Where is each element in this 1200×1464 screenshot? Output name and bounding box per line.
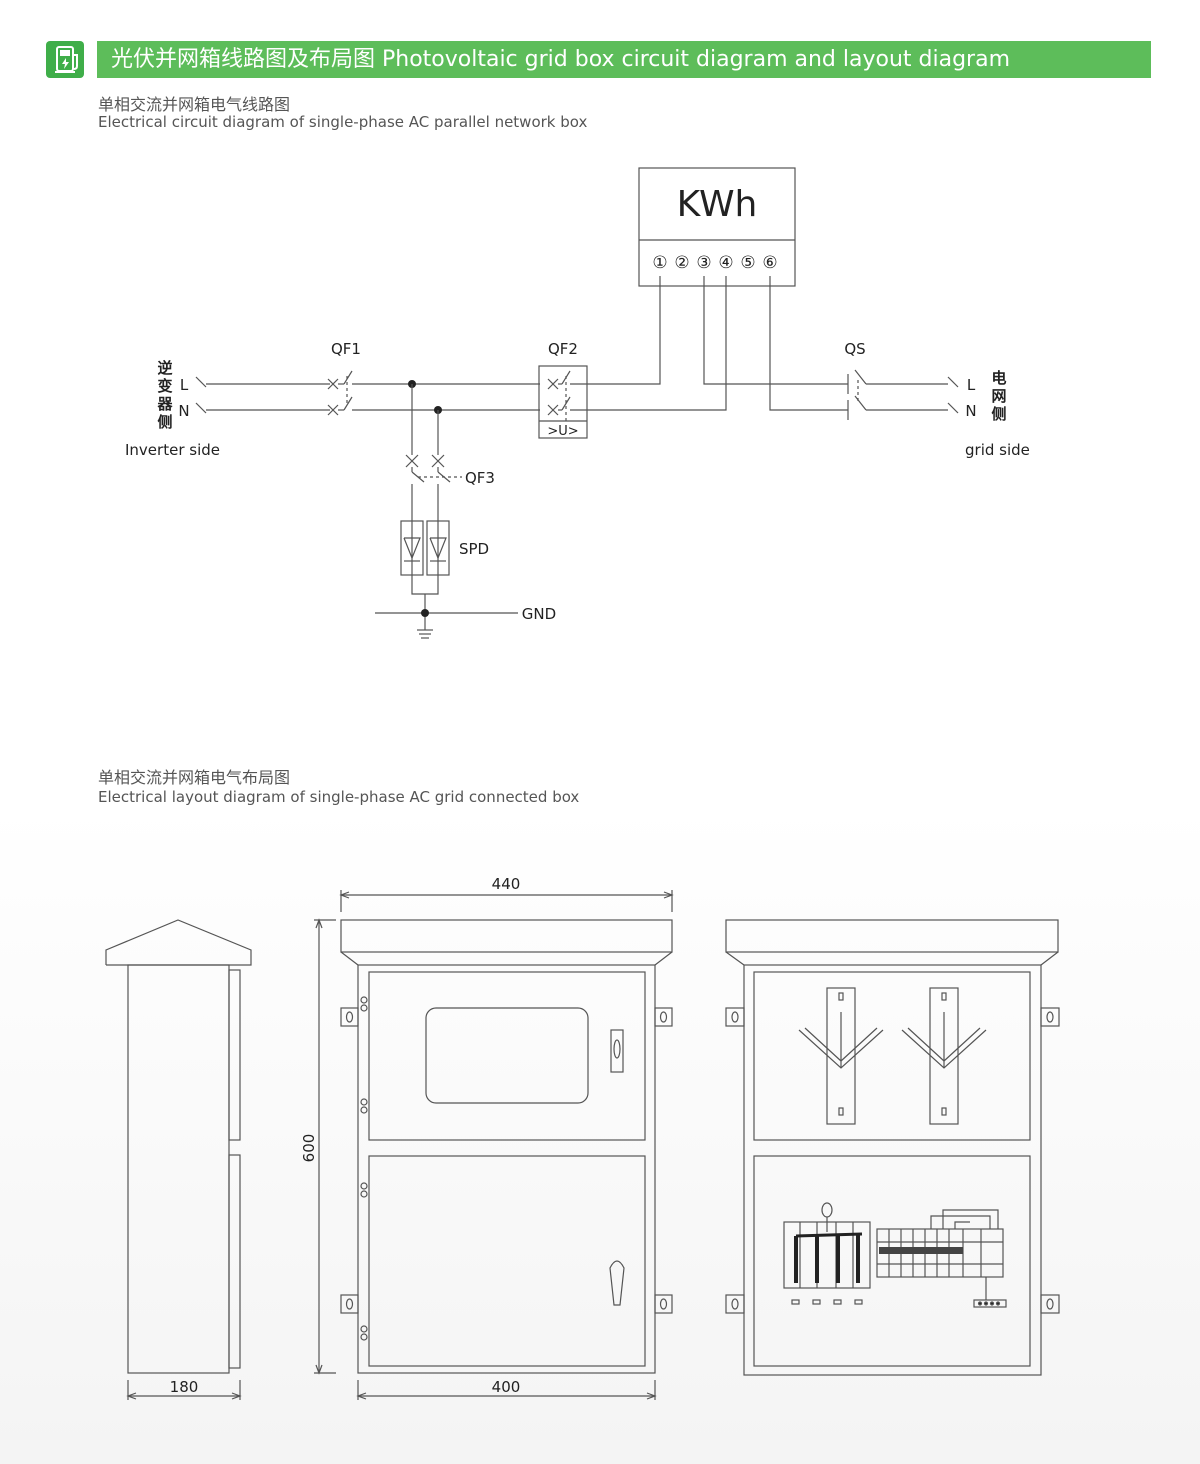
grid-side-label: grid side	[965, 441, 1030, 459]
width-bottom-dimension: 400	[492, 1378, 521, 1396]
gnd-label: GND	[522, 605, 556, 623]
qf1-breaker	[327, 370, 540, 416]
charging-station-icon-graphic	[55, 46, 78, 73]
layout-title-en: Electrical layout diagram of single-phas…	[98, 788, 580, 806]
meter-terminal: ②	[674, 253, 689, 273]
circuit-title-cn: 单相交流并网箱电气线路图	[98, 95, 291, 114]
qs-label: QS	[844, 340, 865, 358]
inverter-l-label: L	[180, 376, 189, 394]
inverter-cn-char: 侧	[157, 413, 172, 431]
inverter-cn-char: 逆	[157, 359, 172, 377]
circuit-title-en: Electrical circuit diagram of single-pha…	[98, 113, 588, 131]
meter-wires	[587, 276, 848, 411]
qf2-undervoltage-label: >U>	[547, 424, 578, 439]
side-view	[105, 919, 252, 1400]
meter-terminal: ①	[652, 253, 667, 273]
grid-cn-char: 网	[991, 387, 1006, 405]
meter-terminal: ⑥	[762, 253, 777, 273]
grid-n-label: N	[965, 402, 976, 420]
inverter-side-label: Inverter side	[125, 441, 220, 459]
height-dimension: 600	[300, 1134, 318, 1163]
qf3-label: QF3	[465, 469, 495, 487]
kwh-meter: KWh ① ② ③ ④ ⑤ ⑥	[638, 167, 796, 287]
inverter-cn-char: 变	[157, 377, 172, 395]
page-title: 光伏并网箱线路图及布局图 Photovoltaic grid box circu…	[111, 47, 1011, 72]
qf3-breaker	[405, 384, 462, 521]
gnd-junction-dot	[421, 609, 429, 617]
inverter-cn-char: 器	[156, 395, 173, 413]
front-view	[314, 890, 674, 1400]
charging-station-icon	[46, 41, 84, 78]
internal-view	[725, 919, 1060, 1376]
grid-cn-char: 侧	[991, 405, 1006, 423]
inverter-lines	[195, 376, 330, 414]
spd-label: SPD	[459, 540, 489, 558]
qs-switch	[847, 369, 959, 420]
meter-label: KWh	[677, 184, 758, 225]
circuit-diagram: KWh ① ② ③ ④ ⑤ ⑥	[125, 167, 1030, 639]
grid-cn-char: 电	[991, 369, 1006, 387]
grid-l-label: L	[967, 376, 976, 394]
qf2-breaker	[538, 365, 588, 439]
inverter-n-label: N	[178, 402, 189, 420]
meter-terminal: ③	[696, 253, 711, 273]
width-top-dimension: 440	[492, 875, 521, 893]
qf1-label: QF1	[331, 340, 361, 358]
spd-device	[375, 520, 518, 639]
meter-terminal: ④	[718, 253, 733, 273]
layout-title-cn: 单相交流并网箱电气布局图	[98, 768, 291, 787]
meter-terminal: ⑤	[740, 253, 755, 273]
header-bar: 光伏并网箱线路图及布局图 Photovoltaic grid box circu…	[97, 41, 1151, 78]
qf2-label: QF2	[548, 340, 578, 358]
depth-dimension: 180	[170, 1378, 199, 1396]
